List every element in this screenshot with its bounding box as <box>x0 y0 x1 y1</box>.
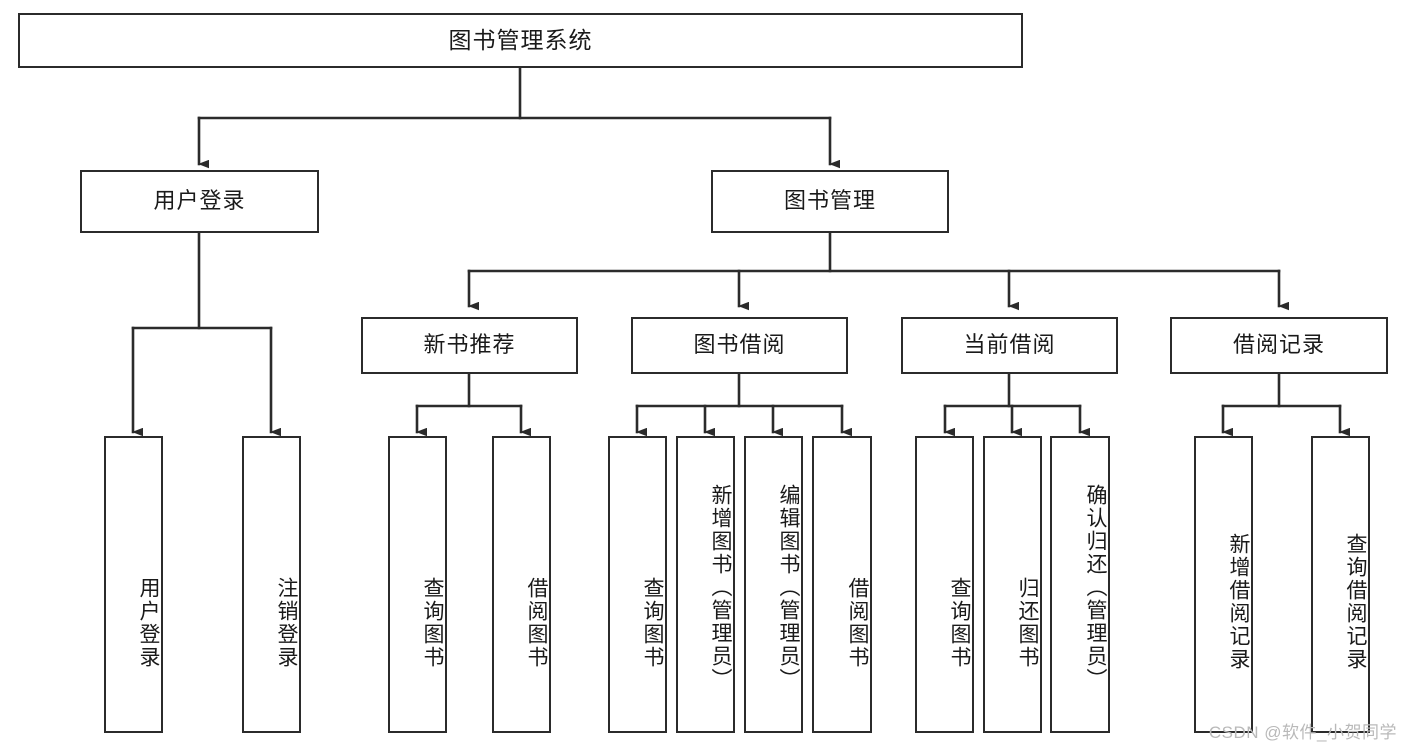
node-leaf-return-book[interactable]: 归还图书 <box>983 436 1042 733</box>
node-leaf-add-book-label: 新增图书（管理员） <box>709 484 732 691</box>
node-root[interactable]: 图书管理系统 <box>18 13 1023 68</box>
node-leaf-query-book-3-label: 查询图书 <box>948 576 971 669</box>
node-leaf-query-book-1[interactable]: 查询图书 <box>388 436 447 733</box>
node-leaf-borrow-book-1[interactable]: 借阅图书 <box>492 436 551 733</box>
node-book-borrow[interactable]: 图书借阅 <box>631 317 848 374</box>
node-leaf-borrow-book-1-label: 借阅图书 <box>525 576 548 669</box>
node-borrow-record-label: 借阅记录 <box>1232 332 1325 358</box>
node-leaf-query-book-2-label: 查询图书 <box>641 576 664 669</box>
node-leaf-query-record-label: 查询借阅记录 <box>1344 532 1367 671</box>
node-leaf-edit-book-label: 编辑图书（管理员） <box>777 484 800 691</box>
node-leaf-borrow-book-2[interactable]: 借阅图书 <box>812 436 872 733</box>
node-leaf-query-record[interactable]: 查询借阅记录 <box>1311 436 1370 733</box>
node-leaf-borrow-book-2-label: 借阅图书 <box>846 576 869 669</box>
node-user-login[interactable]: 用户登录 <box>80 170 319 233</box>
node-current-borrow[interactable]: 当前借阅 <box>901 317 1118 374</box>
node-new-book-rec[interactable]: 新书推荐 <box>361 317 578 374</box>
csdn-watermark: CSDN @软件_小贺同学 <box>1208 723 1397 742</box>
node-book-manage[interactable]: 图书管理 <box>711 170 949 233</box>
node-leaf-user-logout-label: 注销登录 <box>275 576 298 669</box>
node-leaf-edit-book[interactable]: 编辑图书（管理员） <box>744 436 803 733</box>
node-root-label: 图书管理系统 <box>448 26 593 53</box>
node-leaf-query-book-2[interactable]: 查询图书 <box>608 436 667 733</box>
node-leaf-return-book-label: 归还图书 <box>1016 576 1039 669</box>
node-leaf-user-login[interactable]: 用户登录 <box>104 436 163 733</box>
node-user-login-label: 用户登录 <box>153 188 246 214</box>
node-borrow-record[interactable]: 借阅记录 <box>1170 317 1388 374</box>
node-leaf-query-book-3[interactable]: 查询图书 <box>915 436 974 733</box>
node-leaf-add-book[interactable]: 新增图书（管理员） <box>676 436 735 733</box>
node-leaf-confirm-return-label: 确认归还（管理员） <box>1084 484 1107 691</box>
node-book-borrow-label: 图书借阅 <box>693 332 786 358</box>
node-leaf-user-logout[interactable]: 注销登录 <box>242 436 301 733</box>
node-leaf-query-book-1-label: 查询图书 <box>421 576 444 669</box>
node-leaf-confirm-return[interactable]: 确认归还（管理员） <box>1050 436 1110 733</box>
node-new-book-rec-label: 新书推荐 <box>423 332 516 358</box>
node-current-borrow-label: 当前借阅 <box>963 332 1056 358</box>
node-book-manage-label: 图书管理 <box>783 188 876 214</box>
node-leaf-add-record-label: 新增借阅记录 <box>1227 532 1250 671</box>
node-leaf-user-login-label: 用户登录 <box>137 576 160 669</box>
node-leaf-add-record[interactable]: 新增借阅记录 <box>1194 436 1253 733</box>
